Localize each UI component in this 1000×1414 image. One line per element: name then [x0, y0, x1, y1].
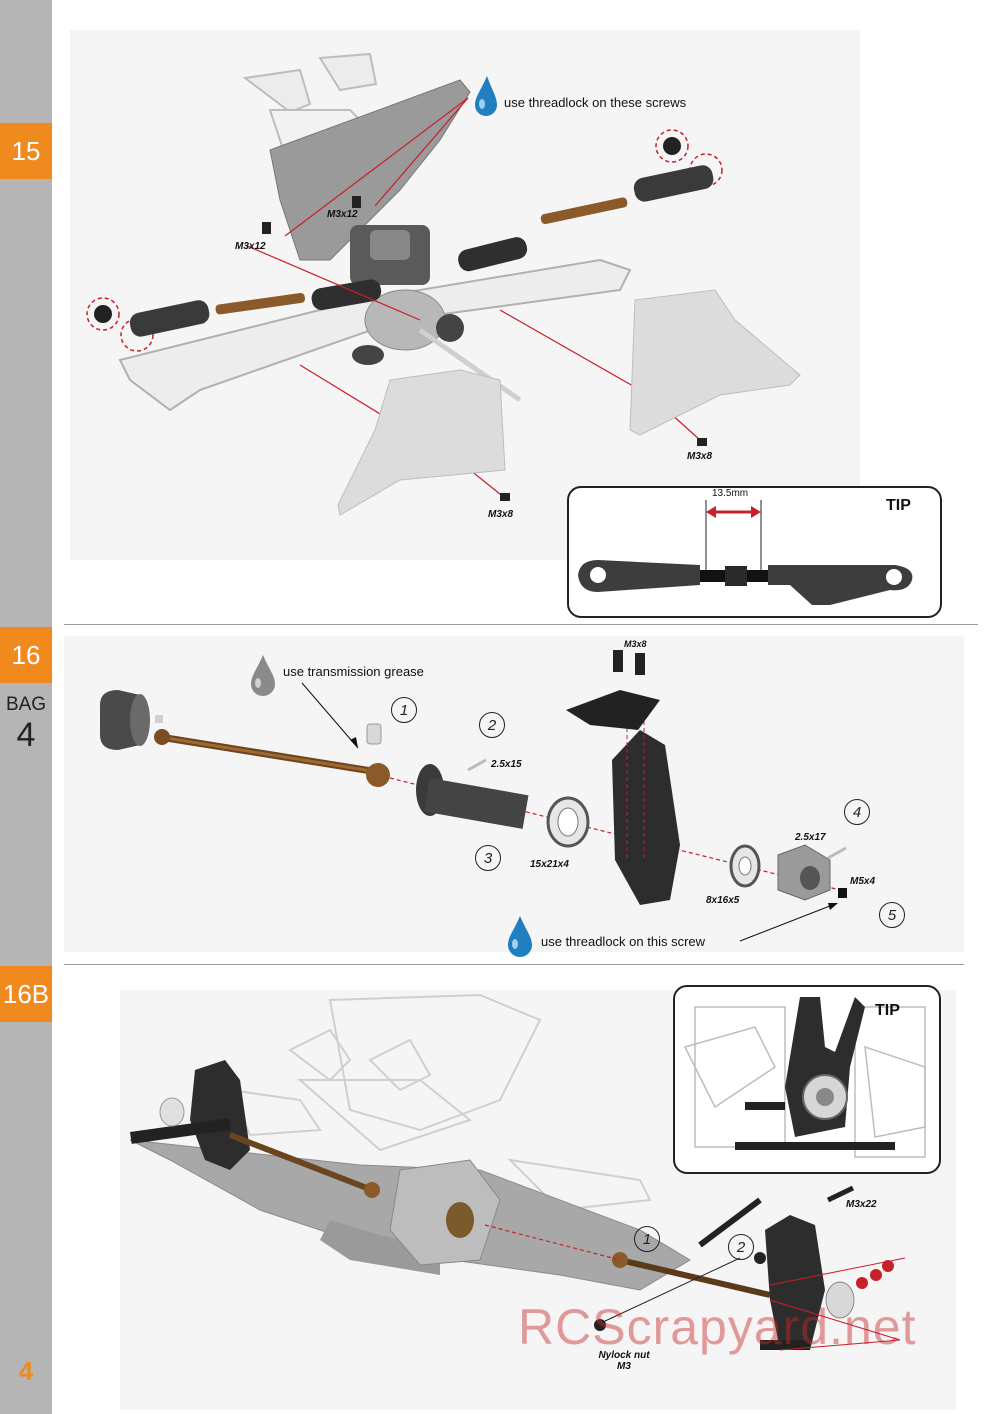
step-16b-badge: 16B	[0, 966, 52, 1022]
callout-number-5: 5	[879, 902, 905, 928]
screw-label-m3x12-a: M3x12	[327, 209, 358, 220]
page-number: 4	[18, 1356, 34, 1386]
bag-number: 4	[16, 716, 36, 754]
callout-number-1: 1	[391, 697, 417, 723]
callout-number-4: 4	[844, 799, 870, 825]
tip-16b-illustration	[683, 997, 926, 1158]
step-15-badge: 15	[0, 123, 52, 179]
pin-label-2-5x17: 2.5x17	[795, 832, 826, 843]
bag-label: BAG 4	[0, 694, 52, 754]
screw-label-m3x8-b: M3x8	[488, 509, 514, 520]
divider-16-16b	[64, 964, 964, 965]
tip-title-15: TIP	[886, 497, 911, 514]
screw-label-m3x12-b: M3x12	[235, 241, 266, 252]
tip-title-16b: TIP	[875, 1002, 900, 1019]
grease-note-16: use transmission grease	[283, 664, 424, 679]
callout-number-2: 2	[479, 712, 505, 738]
screw-label-m3x8-16: M3x8	[624, 639, 647, 649]
pin-label-2-5x15: 2.5x15	[491, 759, 522, 770]
bag-word: BAG	[5, 694, 47, 715]
callout-number-2-16b: 2	[728, 1234, 754, 1260]
watermark: RCScrapyard.net	[518, 1299, 917, 1355]
bearing-label-15x21x4: 15x21x4	[530, 859, 569, 870]
threadlock-note-15: use threadlock on these screws	[504, 95, 687, 110]
bearing-label-8x16x5: 8x16x5	[706, 895, 740, 906]
screw-label-m5x4: M5x4	[850, 876, 876, 887]
screw-label-m3x8-a: M3x8	[687, 451, 713, 462]
nylock-line-1: Nylock nut	[598, 1350, 650, 1361]
threadlock-note-16: use threadlock on this screw	[541, 934, 706, 949]
nylock-nut-label: Nylock nut M3	[592, 1350, 656, 1372]
sidebar	[0, 0, 52, 1414]
screw-label-m3x22: M3x22	[846, 1199, 877, 1210]
divider-15-16	[64, 624, 978, 625]
tip-box-16b	[673, 985, 941, 1174]
step-16-badge: 16	[0, 627, 52, 683]
tip-measure-label: 13.5mm	[712, 488, 749, 499]
callout-number-3: 3	[475, 845, 501, 871]
nylock-line-2: M3	[617, 1361, 631, 1372]
callout-number-1-16b: 1	[634, 1226, 660, 1252]
